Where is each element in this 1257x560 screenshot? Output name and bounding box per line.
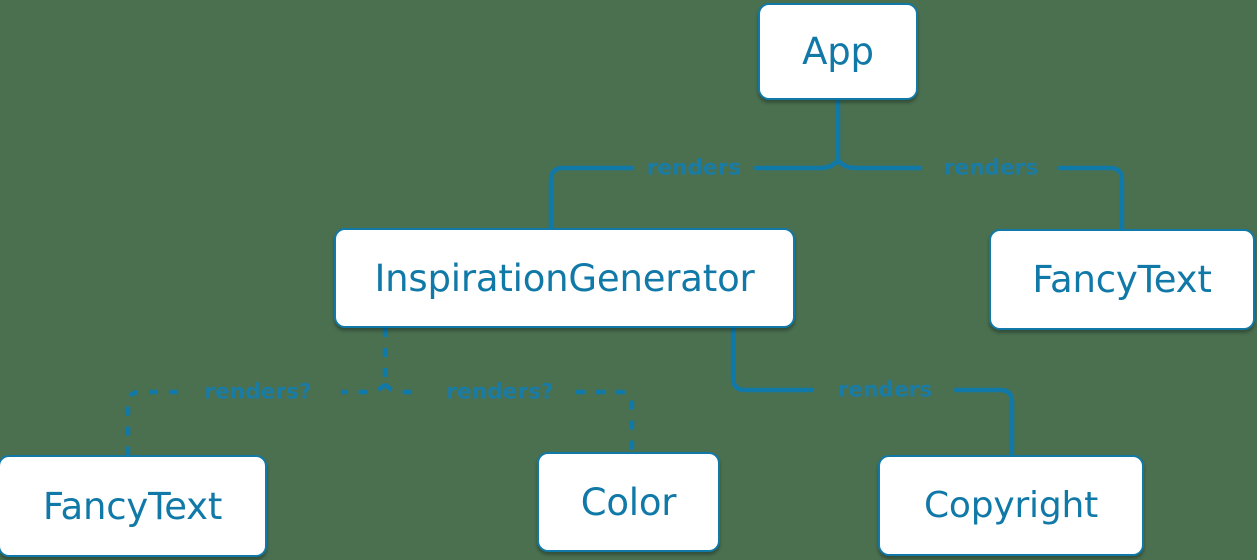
edge-label-inspiration-generator-to-fancytext-bottom: renders? — [204, 379, 312, 405]
node-color-label: Color — [580, 480, 677, 524]
edge-inspiration-generator-to-color-left — [383, 382, 420, 395]
edge-label-app-to-fancytext-top: renders — [943, 155, 1039, 181]
node-inspiration-generator-label: InspirationGenerator — [374, 256, 755, 300]
edge-label-inspiration-generator-to-copyright: renders — [837, 377, 933, 403]
node-copyright-label: Copyright — [923, 484, 1099, 526]
node-copyright[interactable]: Copyright — [878, 455, 1144, 556]
edge-inspiration-generator-to-fancytext-bottom-left — [125, 389, 178, 455]
node-app-label: App — [802, 30, 874, 73]
edge-inspiration-generator-to-color-right — [576, 389, 635, 452]
edge-app-to-fancytext-top-left — [835, 157, 923, 171]
node-fancytext-top-label: FancyText — [1032, 258, 1212, 301]
edge-app-to-inspiration-generator-left — [548, 165, 635, 231]
node-color[interactable]: Color — [537, 452, 720, 552]
node-app[interactable]: App — [758, 3, 918, 100]
edge-inspiration-generator-to-copyright-right — [953, 387, 1015, 458]
edge-app-to-inspiration-generator-right — [753, 157, 841, 171]
edge-label-inspiration-generator-to-color: renders? — [446, 379, 554, 405]
node-fancytext-top[interactable]: FancyText — [989, 229, 1255, 330]
node-fancytext-bottom[interactable]: FancyText — [0, 455, 267, 557]
edge-app-to-fancytext-top-right — [1057, 165, 1125, 232]
node-fancytext-bottom-label: FancyText — [42, 484, 223, 528]
edge-inspiration-generator-to-copyright-left — [730, 325, 815, 393]
edge-inspiration-generator-to-fancytext-bottom-right — [341, 382, 387, 395]
edge-label-app-to-inspiration-generator: renders — [646, 155, 742, 181]
node-inspiration-generator[interactable]: InspirationGenerator — [334, 228, 795, 328]
